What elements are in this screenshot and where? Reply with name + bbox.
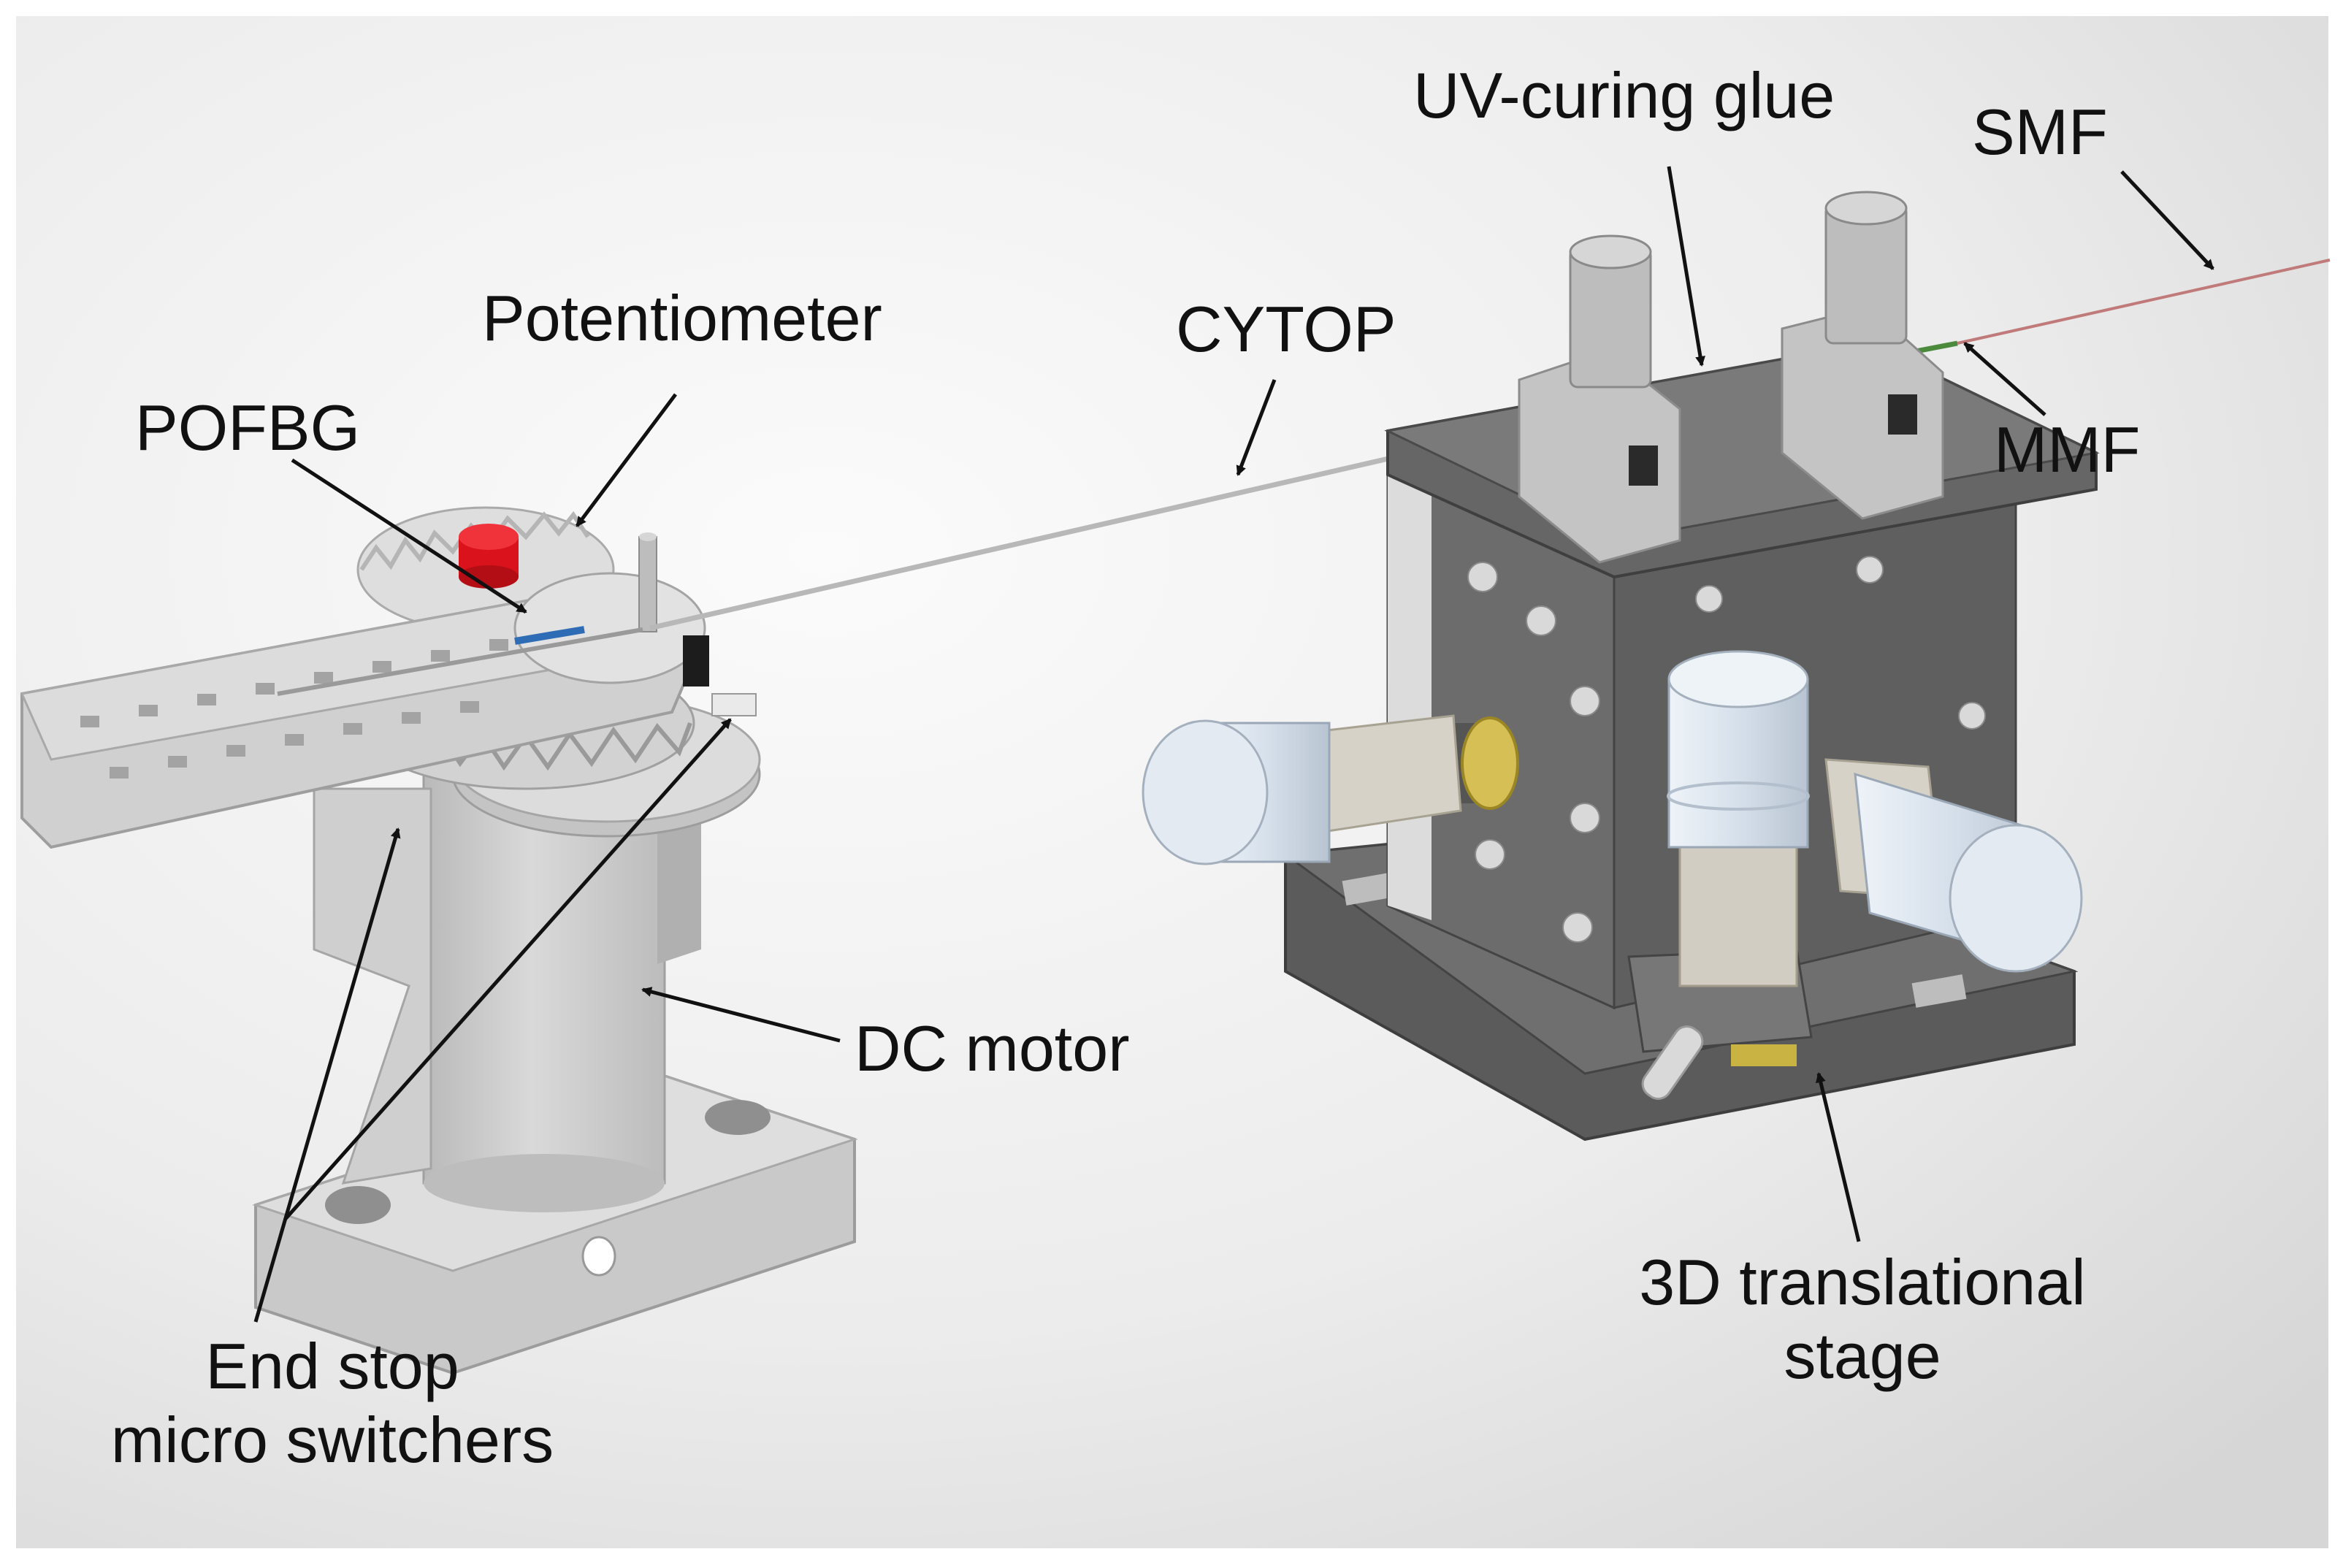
label-stage-line1: 3D translational xyxy=(1639,1246,2086,1318)
label-pofbg: POFBG xyxy=(135,391,361,464)
label-3d-translational-stage: 3D translational stage xyxy=(1556,1245,2169,1393)
arrow-cytop xyxy=(1236,379,1277,476)
motor-rig xyxy=(20,506,858,1375)
label-end-stop-micro-switchers: End stop micro switchers xyxy=(44,1329,621,1477)
label-end-stop-line1: End stop xyxy=(205,1330,459,1402)
label-end-stop-line2: micro switchers xyxy=(110,1404,554,1477)
arrow-pofbg xyxy=(291,458,527,614)
arrow-dc-motor xyxy=(641,987,841,1043)
annotation-arrows xyxy=(253,166,2214,1323)
arrow-uv-glue xyxy=(1667,166,1705,367)
label-dc-motor: DC motor xyxy=(855,1012,1130,1085)
arrow-mmf xyxy=(1963,342,2046,416)
arrow-potentiometer xyxy=(576,393,677,527)
label-mmf: MMF xyxy=(1994,413,2141,486)
label-uv-curing-glue: UV-curing glue xyxy=(1413,59,1835,131)
label-smf: SMF xyxy=(1972,96,2108,168)
arrow-end-stop-1 xyxy=(253,827,401,1323)
arrow-end-stop-2 xyxy=(283,718,732,1221)
smf-fiber xyxy=(1957,259,2331,345)
label-potentiometer: Potentiometer xyxy=(482,282,882,354)
arrow-stage xyxy=(1815,1072,1861,1242)
arrow-smf xyxy=(2120,170,2214,270)
label-stage-line2: stage xyxy=(1784,1320,1941,1393)
label-cytop: CYTOP xyxy=(1176,293,1396,365)
translation-stage xyxy=(1142,191,2100,1141)
